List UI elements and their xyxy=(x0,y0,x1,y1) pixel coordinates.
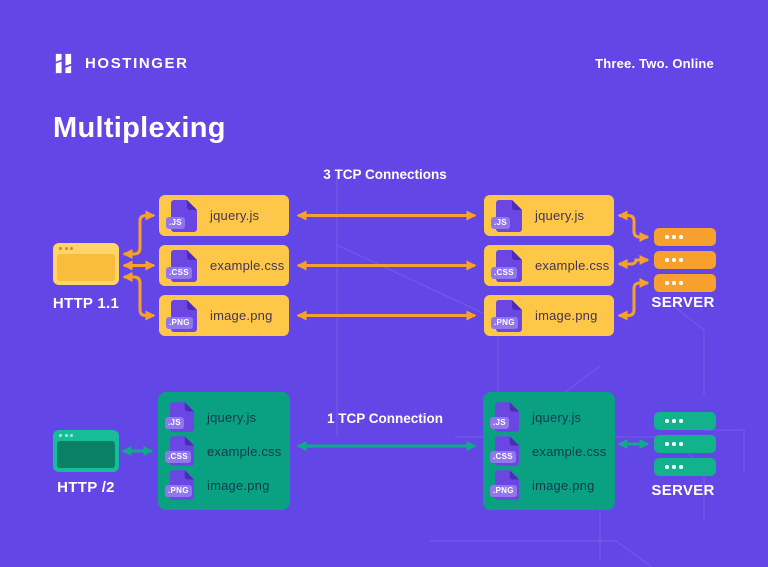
stack-row: .PNG image.png xyxy=(490,470,615,500)
js-file-icon: .JS xyxy=(165,402,194,432)
multiplexed-file-stack: .JS jquery.js .CSS example.css .PNG imag… xyxy=(483,392,615,510)
header: HOSTINGER Three. Two. Online xyxy=(52,52,714,75)
http2-client-label: HTTP /2 xyxy=(57,479,115,496)
brand-name: HOSTINGER xyxy=(85,55,189,72)
server-unit-icon xyxy=(654,251,716,269)
file-name: jquery.js xyxy=(210,208,260,223)
http1-browser-icon xyxy=(53,243,119,285)
file-ext-badge: .CSS xyxy=(490,451,516,463)
file-card: .JS jquery.js xyxy=(159,195,289,236)
browser-viewport xyxy=(57,254,115,281)
arrow-server-to-js xyxy=(617,210,650,242)
png-file-icon: .PNG xyxy=(166,299,197,332)
file-name: jquery.js xyxy=(207,409,257,425)
file-name: image.png xyxy=(210,308,273,323)
browser-titlebar-dots xyxy=(59,247,73,250)
file-ext-badge: .JS xyxy=(165,417,184,429)
stack-row: .CSS example.css xyxy=(490,436,615,466)
tagline: Three. Two. Online xyxy=(595,56,714,71)
file-name: jquery.js xyxy=(532,409,582,425)
file-card: .CSS example.css xyxy=(484,245,614,286)
server-unit-icon xyxy=(654,412,716,430)
js-file-icon: .JS xyxy=(166,199,197,232)
js-file-icon: .JS xyxy=(491,199,522,232)
file-card: .PNG image.png xyxy=(159,295,289,336)
css-file-icon: .CSS xyxy=(166,249,197,282)
file-ext-badge: .PNG xyxy=(490,485,517,497)
browser-titlebar-dots xyxy=(59,434,73,437)
file-ext-badge: .CSS xyxy=(165,451,191,463)
css-file-icon: .CSS xyxy=(491,249,522,282)
png-file-icon: .PNG xyxy=(165,470,194,500)
file-name: example.css xyxy=(532,443,607,459)
file-ext-badge: .CSS xyxy=(491,266,517,279)
stack-row: .CSS example.css xyxy=(165,436,290,466)
stack-row: .JS jquery.js xyxy=(165,402,290,432)
server-unit-icon xyxy=(654,274,716,292)
file-ext-badge: .PNG xyxy=(165,485,192,497)
file-name: example.css xyxy=(210,258,285,273)
js-file-icon: .JS xyxy=(490,402,519,432)
http1-client-label: HTTP 1.1 xyxy=(52,295,120,312)
file-card: .JS jquery.js xyxy=(484,195,614,236)
png-file-icon: .PNG xyxy=(491,299,522,332)
file-card: .CSS example.css xyxy=(159,245,289,286)
css-file-icon: .CSS xyxy=(165,436,194,466)
brand: HOSTINGER xyxy=(52,52,189,75)
file-ext-badge: .JS xyxy=(490,417,509,429)
file-card: .PNG image.png xyxy=(484,295,614,336)
stack-row: .JS jquery.js xyxy=(490,402,615,432)
http2-browser-icon xyxy=(53,430,119,472)
css-file-icon: .CSS xyxy=(490,436,519,466)
multiplexed-file-stack: .JS jquery.js .CSS example.css .PNG imag… xyxy=(158,392,290,510)
file-name: jquery.js xyxy=(535,208,585,223)
file-name: example.css xyxy=(207,443,282,459)
png-file-icon: .PNG xyxy=(490,470,519,500)
file-name: image.png xyxy=(535,308,598,323)
file-ext-badge: .CSS xyxy=(166,266,192,279)
http1-connection-label: 3 TCP Connections xyxy=(323,167,447,182)
browser-viewport xyxy=(57,441,115,468)
server-unit-icon xyxy=(654,435,716,453)
file-ext-badge: .PNG xyxy=(491,316,518,329)
page-title: Multiplexing xyxy=(53,112,226,144)
file-ext-badge: .JS xyxy=(166,216,185,229)
file-ext-badge: .PNG xyxy=(166,316,193,329)
server-unit-icon xyxy=(654,228,716,246)
server-unit-icon xyxy=(654,458,716,476)
arrow-http1-browser-to-js xyxy=(122,210,156,259)
file-name: example.css xyxy=(535,258,610,273)
http2-connection-label: 1 TCP Connection xyxy=(326,411,443,426)
file-name: image.png xyxy=(207,477,270,493)
http1-server-label: SERVER xyxy=(651,294,715,311)
arrow-server-to-css xyxy=(617,255,650,269)
file-name: image.png xyxy=(532,477,595,493)
hostinger-logo-icon xyxy=(55,53,72,74)
file-ext-badge: .JS xyxy=(491,216,510,229)
stack-row: .PNG image.png xyxy=(165,470,290,500)
http2-server-label: SERVER xyxy=(651,482,715,499)
